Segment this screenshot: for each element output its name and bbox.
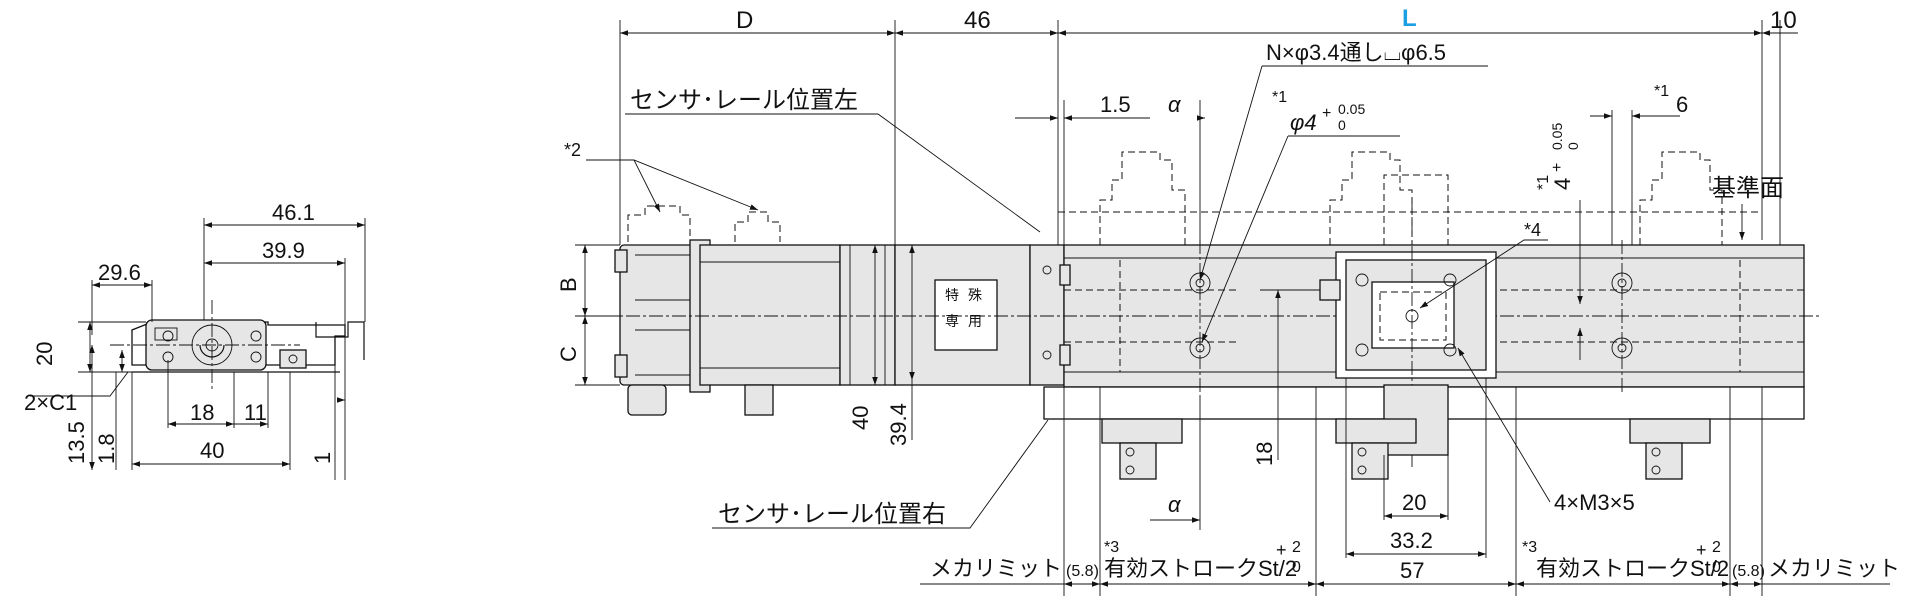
dim-L: L <box>1402 5 1417 32</box>
dim-B: B <box>556 277 581 292</box>
dim-stroke-left-prefix: *3 <box>1104 539 1119 556</box>
note-pin-v-plus: + <box>1549 163 1566 172</box>
note-pin-v-main: 4 <box>1550 178 1575 190</box>
side-view: 46.1 39.9 29.6 20 2×C1 13.5 1.8 <box>24 200 366 480</box>
dim-57: 57 <box>1400 558 1424 583</box>
dim-33-2: 33.2 <box>1390 528 1433 553</box>
dim-2xc1: 2×C1 <box>24 390 77 415</box>
svg-text:専: 専 <box>945 313 959 329</box>
note-tap: 4×M3×5 <box>1554 490 1635 515</box>
dim-20: 20 <box>1402 490 1426 515</box>
dim-20: 20 <box>32 342 57 366</box>
dim-alpha-bottom: α <box>1168 492 1182 517</box>
dim-6-prefix: *1 <box>1654 83 1669 100</box>
dim-D: D <box>736 7 753 34</box>
slider-table <box>1319 200 1497 470</box>
dim-6: 6 <box>1676 92 1688 117</box>
front-view: D 46 L 10 1.5 α *1 6 <box>556 5 1900 596</box>
label-star2: *2 <box>564 140 581 160</box>
label-sensor-rail-left: センサ･レール位置左 <box>630 87 858 114</box>
svg-text:用: 用 <box>968 313 982 329</box>
dim-1: 1 <box>310 452 335 464</box>
product-stamp: 特 殊 専 用 <box>945 287 982 329</box>
svg-text:殊: 殊 <box>968 287 982 303</box>
front-hole-notes: N×φ3.4通し⌴φ6.5 *1 φ4 + 0.05 0 *1 4 + 0.05… <box>1199 40 1784 515</box>
svg-text:特: 特 <box>945 287 959 303</box>
side-view-dims: 46.1 39.9 29.6 20 2×C1 13.5 1.8 <box>24 200 366 480</box>
dim-39-9: 39.9 <box>262 238 305 263</box>
bottom-sensors <box>1101 418 1711 480</box>
motor-assembly: 特 殊 専 用 <box>614 239 1065 416</box>
dim-40: 40 <box>200 438 224 463</box>
front-bottom-inner-dims: α 20 33.2 57 <box>1150 378 1517 596</box>
dim-29-6: 29.6 <box>98 260 141 285</box>
dim-stroke-right-upper: 2 <box>1712 539 1721 556</box>
note-pin-v-prefix: *1 <box>1535 175 1552 190</box>
dim-stroke-right-plus: + <box>1696 540 1707 560</box>
dim-C: C <box>556 346 581 362</box>
dim-10: 10 <box>1770 7 1797 34</box>
rail-body <box>580 240 1820 420</box>
note-pin-v-lower: 0 <box>1565 142 1581 150</box>
dim-40: 40 <box>848 406 873 430</box>
sensor-outlines <box>627 151 1762 245</box>
dim-13-5: 13.5 <box>64 421 89 464</box>
front-bottom-stroke-dims: メカリミット (5.8) *3 有効ストロークSt/2 + 2 0 *3 有効ス… <box>920 387 1900 596</box>
label-mech-limit-left: メカリミット <box>930 556 1062 581</box>
note-pin-upper: 0.05 <box>1338 101 1365 117</box>
note-pin-main: φ4 <box>1290 110 1317 135</box>
dim-gap-left: (5.8) <box>1066 563 1099 580</box>
side-view-body <box>110 300 365 392</box>
front-left-annotations: センサ･レール位置左 *2 B C 40 39.4 センサ･レール位置右 18 <box>556 87 1320 529</box>
dim-gap-right: (5.8) <box>1732 563 1765 580</box>
dim-1-8: 1.8 <box>94 433 119 464</box>
dim-alpha-top: α <box>1168 92 1182 117</box>
label-ref-surface: 基準面 <box>1712 175 1784 202</box>
dim-stroke-right: 有効ストロークSt/2 <box>1536 556 1729 581</box>
dim-11: 11 <box>244 400 267 425</box>
dim-stroke-left-lower: 0 <box>1292 559 1301 576</box>
dim-1-5: 1.5 <box>1100 92 1131 117</box>
dim-stroke-left-plus: + <box>1276 540 1287 560</box>
dim-stroke-left-upper: 2 <box>1292 539 1301 556</box>
dim-stroke-left: 有効ストロークSt/2 <box>1104 556 1297 581</box>
note-pin-v-upper: 0.05 <box>1549 123 1565 150</box>
dim-39-4: 39.4 <box>886 403 911 446</box>
front-top-dims: D 46 L 10 1.5 α *1 6 <box>619 5 1798 245</box>
label-star4: *4 <box>1524 220 1541 240</box>
note-pin-prefix: *1 <box>1272 89 1287 106</box>
note-pin-lower: 0 <box>1338 117 1346 133</box>
label-sensor-rail-right: センサ･レール位置右 <box>718 501 946 528</box>
note-holes: N×φ3.4通し⌴φ6.5 <box>1266 40 1446 65</box>
note-pin-plus: + <box>1322 105 1331 122</box>
label-mech-limit-right: メカリミット <box>1768 556 1900 581</box>
dim-18: 18 <box>1252 442 1277 466</box>
dim-stroke-right-prefix: *3 <box>1522 539 1537 556</box>
dim-46: 46 <box>964 7 991 34</box>
dim-18: 18 <box>190 400 214 425</box>
dim-46-1: 46.1 <box>272 200 315 225</box>
dim-stroke-right-lower: 0 <box>1712 559 1721 576</box>
